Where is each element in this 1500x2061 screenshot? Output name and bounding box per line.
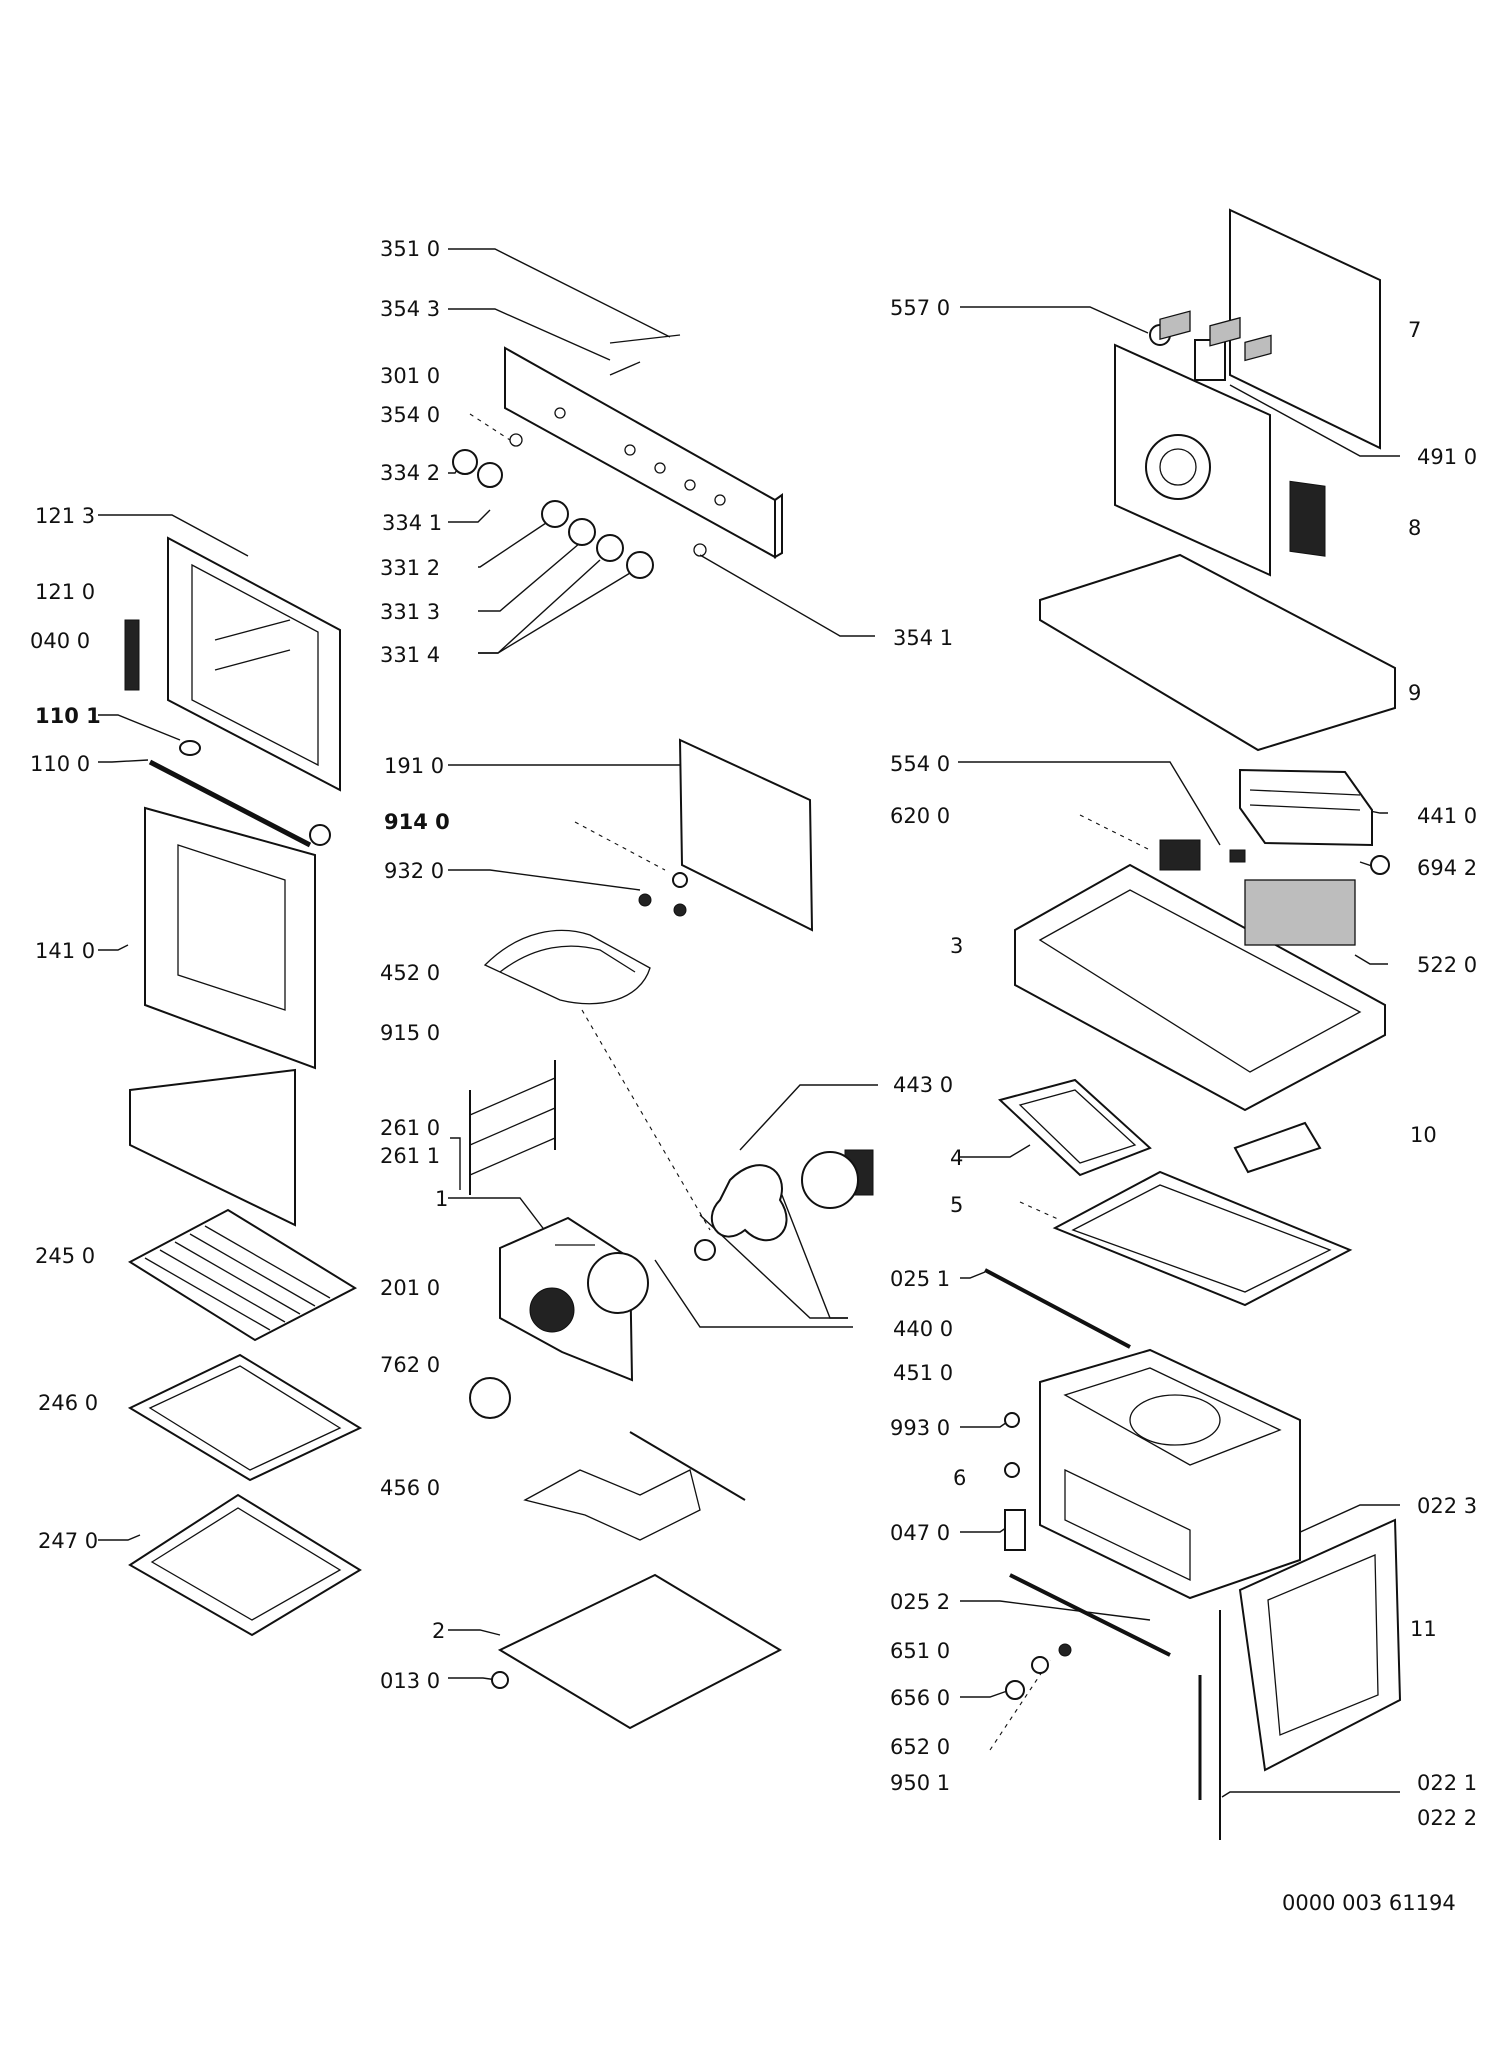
oven-rack-part xyxy=(127,1208,358,1342)
label-452-0: 452 0 xyxy=(380,961,440,985)
label-141-0: 141 0 xyxy=(35,939,95,963)
label-334-1: 334 1 xyxy=(382,511,442,535)
side-panel-part xyxy=(1198,1518,1402,1840)
label-456-0: 456 0 xyxy=(380,1476,440,1500)
label-440-0: 440 0 xyxy=(893,1317,953,1341)
label-10: 10 xyxy=(1410,1123,1437,1147)
label-557-0: 557 0 xyxy=(890,296,950,320)
baking-tray-part xyxy=(127,1353,363,1482)
deep-tray-part xyxy=(128,1493,362,1637)
label-022-1: 022 1 xyxy=(1417,1771,1477,1795)
label-7: 7 xyxy=(1408,318,1421,342)
label-2: 2 xyxy=(432,1619,445,1643)
label-3: 3 xyxy=(950,934,963,958)
label-331-3: 331 3 xyxy=(380,600,440,624)
label-334-2: 334 2 xyxy=(380,461,440,485)
bottom-panel-part xyxy=(491,1573,783,1730)
cover-plate-part xyxy=(1233,1121,1322,1174)
label-441-0: 441 0 xyxy=(1417,804,1477,828)
label-993-0: 993 0 xyxy=(890,1416,950,1440)
label-191-0: 191 0 xyxy=(384,754,444,778)
label-620-0: 620 0 xyxy=(890,804,950,828)
label-351-0: 351 0 xyxy=(380,237,440,261)
hinge-parts xyxy=(1005,1643,1072,1700)
label-261-1: 261 1 xyxy=(380,1144,440,1168)
label-040-0: 040 0 xyxy=(30,629,90,653)
label-121-0: 121 0 xyxy=(35,580,95,604)
door-frame-part xyxy=(124,536,341,848)
label-246-0: 246 0 xyxy=(38,1391,98,1415)
document-number: 0000 003 61194 xyxy=(1282,1891,1456,1915)
label-331-2: 331 2 xyxy=(380,556,440,580)
label-932-0: 932 0 xyxy=(384,859,444,883)
label-5: 5 xyxy=(950,1193,963,1217)
label-022-2: 022 2 xyxy=(1417,1806,1477,1830)
label-354-1: 354 1 xyxy=(893,626,953,650)
label-915-0: 915 0 xyxy=(380,1021,440,1045)
shelf-support-part xyxy=(469,1060,556,1195)
label-491-0: 491 0 xyxy=(1417,445,1477,469)
label-522-0: 522 0 xyxy=(1417,953,1477,977)
floor-plate-part xyxy=(984,1170,1353,1349)
label-443-0: 443 0 xyxy=(893,1073,953,1097)
label-652-0: 652 0 xyxy=(890,1735,950,1759)
grill-element-part xyxy=(483,872,688,1005)
top-housing-part xyxy=(1014,839,1386,1112)
part-labels: 351 0 354 3 301 0 354 0 334 2 334 1 331 … xyxy=(30,237,1477,1915)
label-656-0: 656 0 xyxy=(890,1686,950,1710)
label-301-0: 301 0 xyxy=(380,364,440,388)
leader-lines xyxy=(98,248,1400,1798)
label-110-1: 110 1 xyxy=(35,704,101,728)
label-651-0: 651 0 xyxy=(890,1639,950,1663)
fan-part xyxy=(694,1149,874,1261)
label-8: 8 xyxy=(1408,516,1421,540)
inner-glass-part xyxy=(678,738,814,932)
label-914-0: 914 0 xyxy=(384,810,450,834)
label-245-0: 245 0 xyxy=(35,1244,95,1268)
label-9: 9 xyxy=(1408,681,1421,705)
label-121-3: 121 3 xyxy=(35,504,95,528)
label-694-2: 694 2 xyxy=(1417,856,1477,880)
label-331-4: 331 4 xyxy=(380,643,440,667)
label-354-3: 354 3 xyxy=(380,297,440,321)
label-025-1: 025 1 xyxy=(890,1267,950,1291)
lower-element-part xyxy=(523,1431,746,1541)
label-025-2: 025 2 xyxy=(890,1590,950,1614)
label-247-0: 247 0 xyxy=(38,1529,98,1553)
label-261-0: 261 0 xyxy=(380,1116,440,1140)
label-201-0: 201 0 xyxy=(380,1276,440,1300)
control-panel-part xyxy=(452,334,783,579)
label-1: 1 xyxy=(435,1187,448,1211)
label-047-0: 047 0 xyxy=(890,1521,950,1545)
label-110-0: 110 0 xyxy=(30,752,90,776)
top-frame-part xyxy=(998,1078,1152,1177)
label-022-3: 022 3 xyxy=(1417,1494,1477,1518)
label-354-0: 354 0 xyxy=(380,403,440,427)
label-554-0: 554 0 xyxy=(890,752,950,776)
door-glass-part xyxy=(129,806,316,1227)
label-451-0: 451 0 xyxy=(893,1361,953,1385)
label-013-0: 013 0 xyxy=(380,1669,440,1693)
oven-cavity-part xyxy=(1004,1348,1301,1657)
label-4: 4 xyxy=(950,1146,963,1170)
label-6: 6 xyxy=(953,1466,966,1490)
rear-panel-part xyxy=(1039,208,1396,752)
label-11: 11 xyxy=(1410,1617,1437,1641)
label-762-0: 762 0 xyxy=(380,1353,440,1377)
label-950-1: 950 1 xyxy=(890,1771,950,1795)
tangential-fan-part xyxy=(1239,768,1390,875)
rear-fan-cover-part xyxy=(469,1216,649,1419)
